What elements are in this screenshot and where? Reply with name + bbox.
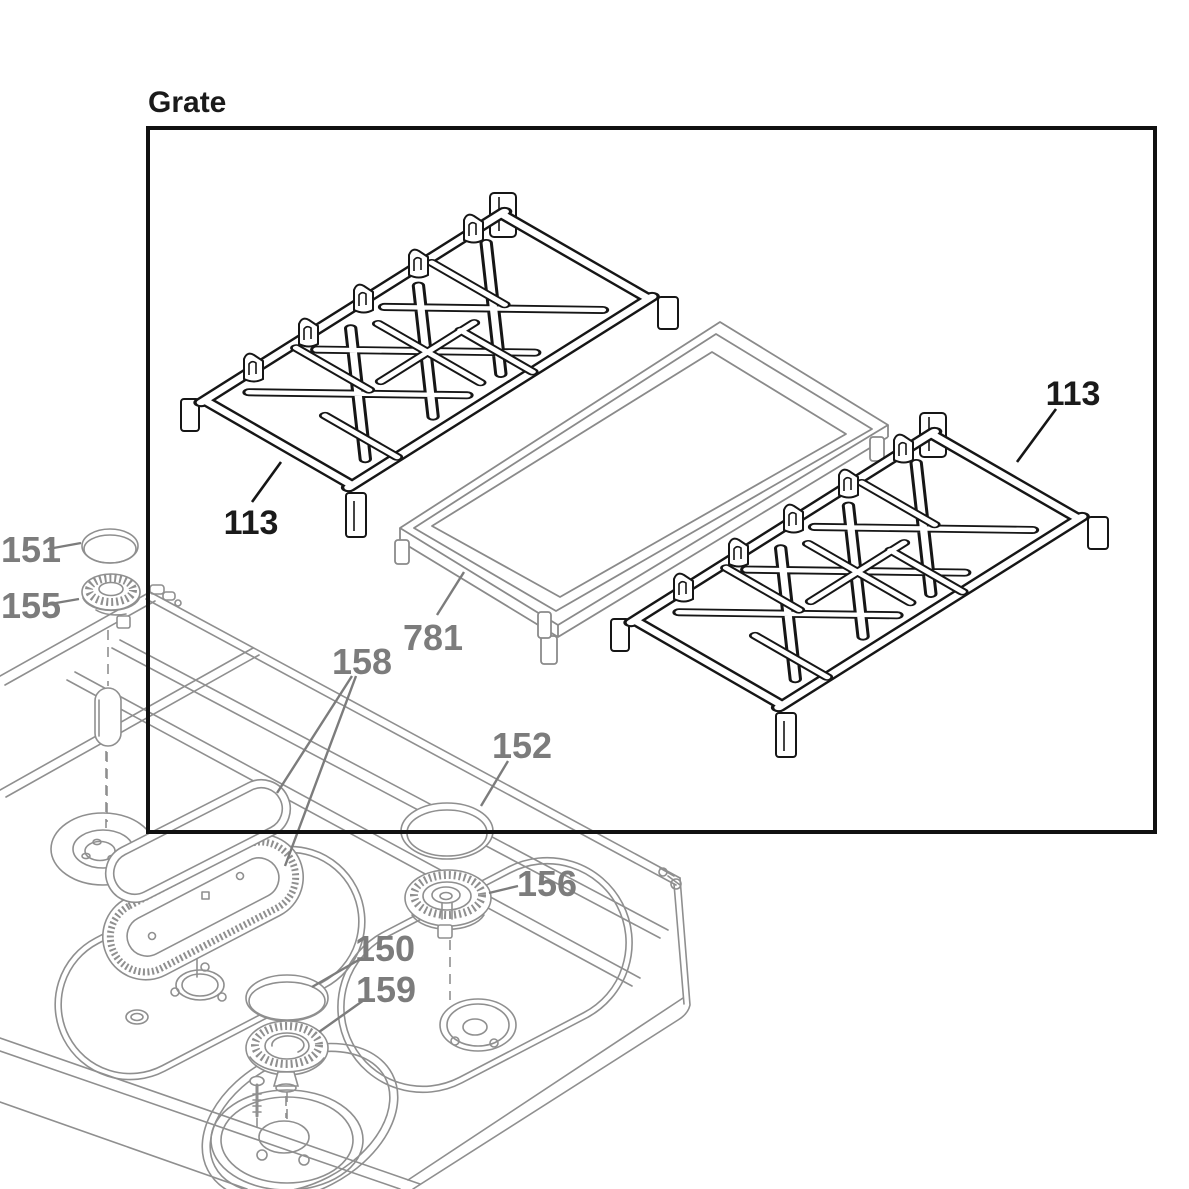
label-158: 158: [332, 641, 392, 682]
burner-base-right-center: [439, 940, 517, 1052]
label-113-left: 113: [224, 504, 279, 542]
leader-lines: [47, 408, 1058, 1033]
burner-venturi-tube: [94, 687, 122, 747]
oval-burner-cap: [104, 778, 292, 904]
leader-151: [47, 541, 82, 551]
label-159: 159: [356, 969, 416, 1010]
screw: [249, 1075, 265, 1128]
label-155: 155: [1, 585, 61, 626]
leader-159: [318, 999, 365, 1033]
label-150: 150: [355, 928, 415, 969]
oval-fitting-center: [130, 1012, 144, 1022]
leader-113-left: [250, 461, 283, 503]
cooktop: [0, 584, 691, 1189]
leader-158: [275, 675, 358, 867]
leader-155: [49, 597, 80, 606]
oval-fitting: [125, 1009, 149, 1025]
burner-cap-150: [245, 974, 329, 1022]
label-152: 152: [492, 725, 552, 766]
griddle-leg: [537, 611, 552, 639]
burner-head-155: [81, 573, 141, 629]
leader-152: [479, 760, 510, 807]
burner-head-156: [404, 869, 492, 939]
label-156: 156: [517, 863, 577, 904]
grate-section-box: [146, 126, 1157, 834]
burner-base-simmer: [170, 952, 227, 1002]
label-151: 151: [1, 529, 61, 570]
griddle-leg: [394, 539, 410, 565]
burner-base-front-left: [210, 1089, 364, 1189]
burner-head-159: [245, 1020, 329, 1093]
burner-cap-151: [81, 528, 139, 564]
leader-156: [488, 884, 519, 895]
gas-fitting-right: [658, 867, 682, 890]
leader-781: [435, 571, 466, 616]
leader-113-right: [1015, 408, 1058, 463]
griddle-leg: [540, 635, 558, 665]
label-113-right: 113: [1046, 375, 1101, 413]
section-title: Grate: [148, 86, 226, 119]
griddle-leg: [869, 436, 885, 462]
griddle-781: [394, 321, 889, 665]
leader-150: [311, 956, 363, 989]
label-781: 781: [403, 617, 463, 658]
